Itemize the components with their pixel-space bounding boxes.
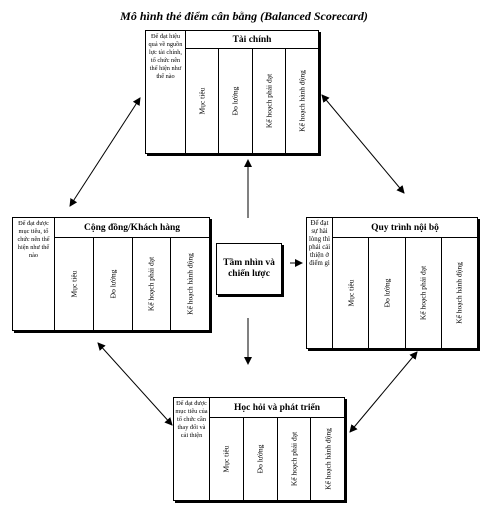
process-columns: Mục tiêu Đo lường Kế hoạch phải đạt Kế h… <box>333 238 477 348</box>
diagram-title: Mô hình thẻ điểm cân bằng (Balanced Scor… <box>120 9 368 23</box>
learning-col-target: Kế hoạch phải đạt <box>276 418 311 500</box>
finance-col-action: Kế hoạch hành động <box>284 49 318 153</box>
customer-box: Để đạt được mục tiêu, tổ chức nên thể hi… <box>12 217 210 331</box>
vision-strategy-label: Tầm nhìn và chiến lược <box>223 258 275 279</box>
learning-box: Để đạt được mục tiêu của tổ chức cần tha… <box>173 397 345 501</box>
finance-box: Để đạt hiệu quả về nguồn lực tài chính, … <box>145 30 319 154</box>
customer-columns: Mục tiêu Đo lường Kế hoạch phải đạt Kế h… <box>55 238 209 330</box>
arrow-customer-learning <box>97 342 173 426</box>
finance-columns: Mục tiêu Đo lường Kế hoạch phải đạt Kế h… <box>186 49 318 153</box>
finance-col-measure: Đo lường <box>218 49 251 153</box>
arrow-process-learning <box>349 351 418 433</box>
process-col-measure: Đo lường <box>368 238 404 348</box>
process-col-target: Kế hoạch phải đạt <box>404 238 441 348</box>
process-col-action: Kế hoạch hành động <box>440 238 477 348</box>
customer-col-measure: Đo lường <box>92 238 132 330</box>
process-box: Để đạt sự hài lòng thì phải cải thiện ở … <box>306 217 478 349</box>
finance-header: Tài chính <box>186 31 318 49</box>
customer-question: Để đạt được mục tiêu, tổ chức nên thể hi… <box>13 218 55 330</box>
arrow-finance-process <box>321 94 405 194</box>
arrow-finance-customer <box>69 97 141 207</box>
learning-question: Để đạt được mục tiêu của tổ chức cần tha… <box>174 398 210 500</box>
learning-col-measure: Đo lường <box>242 418 277 500</box>
vision-strategy-box: Tầm nhìn và chiến lược <box>216 243 282 295</box>
finance-question: Để đạt hiệu quả về nguồn lực tài chính, … <box>146 31 186 153</box>
customer-col-objective: Mục tiêu <box>69 270 79 298</box>
customer-col-target: Kế hoạch phải đạt <box>131 238 171 330</box>
customer-header: Cộng đồng/Khách hàng <box>55 218 209 238</box>
customer-col-action: Kế hoạch hành động <box>170 238 209 330</box>
process-col-objective: Mục tiêu <box>346 279 356 307</box>
finance-col-objective: Mục tiêu <box>197 87 207 115</box>
process-question: Để đạt sự hài lòng thì phải cải thiện ở … <box>307 218 333 348</box>
finance-col-target: Kế hoạch phải đạt <box>251 49 285 153</box>
learning-columns: Mục tiêu Đo lường Kế hoạch phải đạt Kế h… <box>210 418 344 500</box>
process-header: Quy trình nội bộ <box>333 218 477 238</box>
learning-col-objective: Mục tiêu <box>221 445 231 473</box>
learning-header: Học hỏi và phát triển <box>210 398 344 418</box>
learning-col-action: Kế hoạch hành động <box>310 418 344 500</box>
